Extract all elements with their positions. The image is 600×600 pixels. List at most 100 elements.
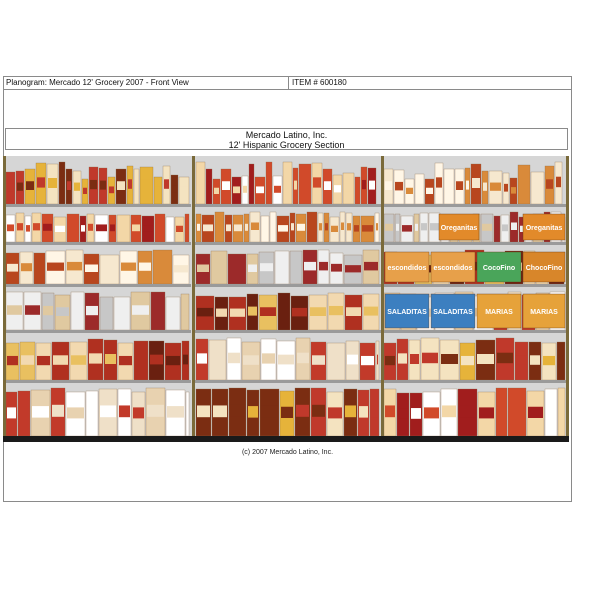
product-label [186,223,188,231]
product-label [83,187,87,194]
product-label [424,407,439,419]
product-label [128,179,132,189]
shelf-edge [5,284,191,287]
product-label [197,405,210,418]
brand-package [384,251,430,283]
product-label [344,183,353,192]
copyright-footer: (c) 2007 Mercado Latino, Inc. [241,449,334,456]
fixture-base [3,436,569,442]
product-label [291,223,294,231]
product-label [243,355,259,365]
product-label [118,224,129,232]
product-label [362,225,373,232]
product-label [251,222,259,230]
product-label [297,223,305,231]
shelf-edge [383,242,567,245]
product-label [331,263,342,272]
product-label [141,179,152,190]
product-label [53,355,68,365]
product-label [271,222,275,230]
product-label [33,223,40,231]
brand-package [430,251,476,283]
product-label [356,186,359,194]
shelf-edge [383,330,567,333]
shelf-edge [195,284,381,287]
product-label [477,354,494,364]
product-label [245,223,248,231]
shelf-edge [383,284,567,287]
section-title-box: Mercado Latino, Inc. 12' Hispanic Grocer… [5,128,568,150]
product-label [133,407,144,419]
brand-label: CocoFino [483,265,515,272]
product-label [406,187,413,194]
brand-package [476,293,522,329]
product-label [296,404,309,417]
shelf-edge [383,204,567,207]
product-label [297,352,309,364]
product-label [135,181,138,190]
product-label [325,223,328,231]
product-label [132,305,149,315]
product-label [166,355,180,366]
product-label [490,182,501,191]
product-label [260,307,276,316]
product-label [385,405,395,418]
product-label [147,404,164,417]
product-label [398,408,408,419]
brand-label: SALADITAS [433,309,473,316]
product-label [230,308,245,317]
product-label [7,263,18,272]
product-label [371,405,378,418]
product-label [43,305,53,316]
shelf-edge [5,380,191,383]
product-label [421,223,427,231]
brand-label: MARIAS [530,309,558,316]
product-label [7,407,16,419]
product-label [364,261,378,271]
product-label [167,225,173,232]
product-label [445,181,453,190]
product-label [32,406,49,418]
product-label [121,262,136,271]
product-label [37,355,50,366]
product-label [87,406,97,418]
product-label [7,224,14,232]
product-label [248,306,257,316]
product-label [441,354,458,364]
product-label [300,178,310,188]
product-label [230,404,245,417]
product-label [19,406,29,418]
product-label [279,305,289,316]
product-label [109,186,114,194]
product-label [411,408,421,419]
product-label [495,225,499,232]
shelf-edge [195,380,381,383]
product-label [385,181,392,190]
product-label [284,176,291,188]
product-label [7,355,18,366]
product-label [172,185,177,193]
planogram-name: Planogram: Mercado 12' Grocery 2007 - Fr… [6,77,289,89]
product-label [362,179,366,190]
product-label [248,264,257,272]
product-label [410,354,419,364]
brand-label: escondidos [388,265,427,272]
product-label [96,224,107,232]
company-name: Mercado Latino, Inc. [245,130,328,140]
product-label [35,263,44,272]
product-label [310,307,326,316]
product-label [174,265,188,273]
product-label [341,222,344,230]
product-label [228,352,240,364]
product-label [197,307,213,317]
brand-label: ChocoFino [526,265,563,272]
product-label [81,225,85,232]
brand-label: Oreganitas [441,225,478,232]
product-label [304,261,316,271]
product-label [267,176,271,188]
section-name: 12' Hispanic Grocery Section [228,140,345,150]
product-label [396,223,399,231]
product-label [26,181,34,190]
product-label [347,354,358,365]
